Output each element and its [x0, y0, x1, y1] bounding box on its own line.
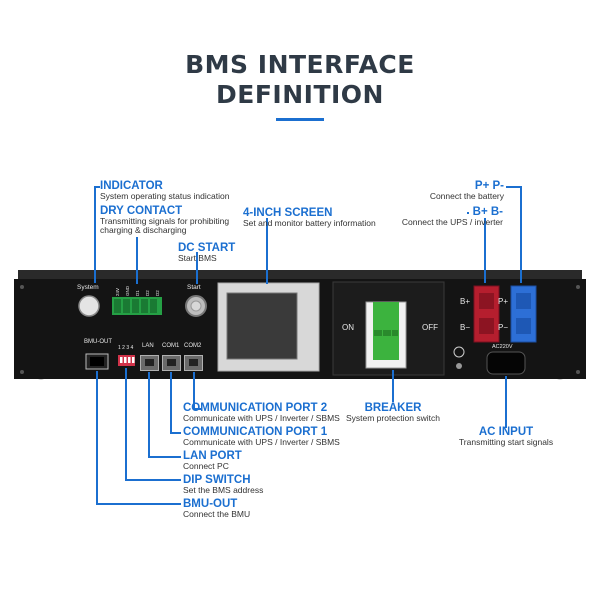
dry-contact-label: DRY CONTACT	[100, 205, 183, 217]
dip-desc: Set the BMS address	[183, 485, 264, 495]
p-plus-label: P+	[498, 297, 509, 306]
dry-pin-label: GND	[124, 286, 130, 296]
breaker-on-label: ON	[342, 323, 354, 332]
com1-device-label: COM1	[162, 343, 180, 349]
bmu-out-desc: Connect the BMU	[183, 509, 251, 519]
dry-pin-label: D2	[154, 290, 160, 296]
breaker-off-label: OFF	[422, 323, 438, 332]
system-label: System	[77, 284, 99, 291]
title-line-1: BMS INTERFACE	[185, 50, 415, 79]
com2-port	[184, 355, 203, 371]
ac-input-label: AC INPUT	[478, 426, 534, 438]
breaker-label: BREAKER	[364, 402, 422, 414]
bmu-out-device-label: BMU-OUT	[84, 339, 112, 345]
bmu-out-label: BMU-OUT	[183, 498, 238, 510]
dry-pin-label: 24V	[114, 287, 120, 296]
com1-label: COMMUNICATION PORT 1	[183, 426, 328, 438]
com1-desc: Communicate with UPS / Inverter / SBMS	[183, 437, 340, 447]
dry-pin-label: D1	[134, 290, 140, 296]
ac220v-label: AC220V	[492, 344, 513, 350]
start-label: Start	[187, 284, 201, 291]
dry-pin-label: D2	[144, 290, 150, 296]
dry-contact-desc-2: charging & discharging	[100, 225, 187, 235]
b-terminals-label: B+ B-	[472, 206, 503, 218]
b-terminals-desc: Connect the UPS / inverter	[401, 217, 503, 227]
ac-input-desc: Transmitting start signals	[458, 437, 554, 447]
com2-desc: Communicate with UPS / Inverter / SBMS	[183, 413, 340, 423]
dc-start-label: DC START	[178, 242, 236, 254]
indicator-desc: System operating status indication	[100, 191, 230, 201]
screen-desc: Set and monitor battery information	[243, 218, 376, 228]
dip-label: DIP SWITCH	[183, 474, 251, 486]
indicator-label: INDICATOR	[100, 180, 163, 192]
dry-contact-desc-1: Transmitting signals for prohibiting	[100, 216, 230, 226]
com1-port	[162, 355, 181, 371]
dry-contact-pins: 24V GND D1 D2 D2	[112, 282, 162, 296]
p-terminals-desc: Connect the battery	[429, 191, 504, 201]
system-indicator-light	[78, 295, 100, 317]
lan-label: LAN PORT	[183, 450, 242, 462]
dc-start-desc: Start BMS	[178, 253, 217, 263]
com2-label: COMMUNICATION PORT 2	[183, 402, 328, 414]
p-terminals-label: P+ P-	[474, 180, 504, 192]
screen-label: 4-INCH SCREEN	[243, 207, 333, 219]
screen-display	[226, 292, 298, 360]
p-minus-label: P−	[498, 323, 509, 332]
dip-pin-labels: 1 2 3 4	[118, 345, 134, 351]
com2-device-label: COM2	[184, 343, 202, 349]
lan-device-label: LAN	[142, 343, 154, 349]
b-minus-label: B−	[460, 323, 471, 332]
lan-port	[140, 355, 159, 371]
title-line-2: DEFINITION	[216, 80, 384, 109]
lan-desc: Connect PC	[183, 461, 229, 471]
title-underline	[276, 118, 324, 121]
breaker-desc: System protection switch	[345, 413, 440, 423]
ac-input-socket	[486, 351, 526, 375]
ground-terminal	[453, 346, 465, 358]
b-plus-label: B+	[460, 297, 471, 306]
